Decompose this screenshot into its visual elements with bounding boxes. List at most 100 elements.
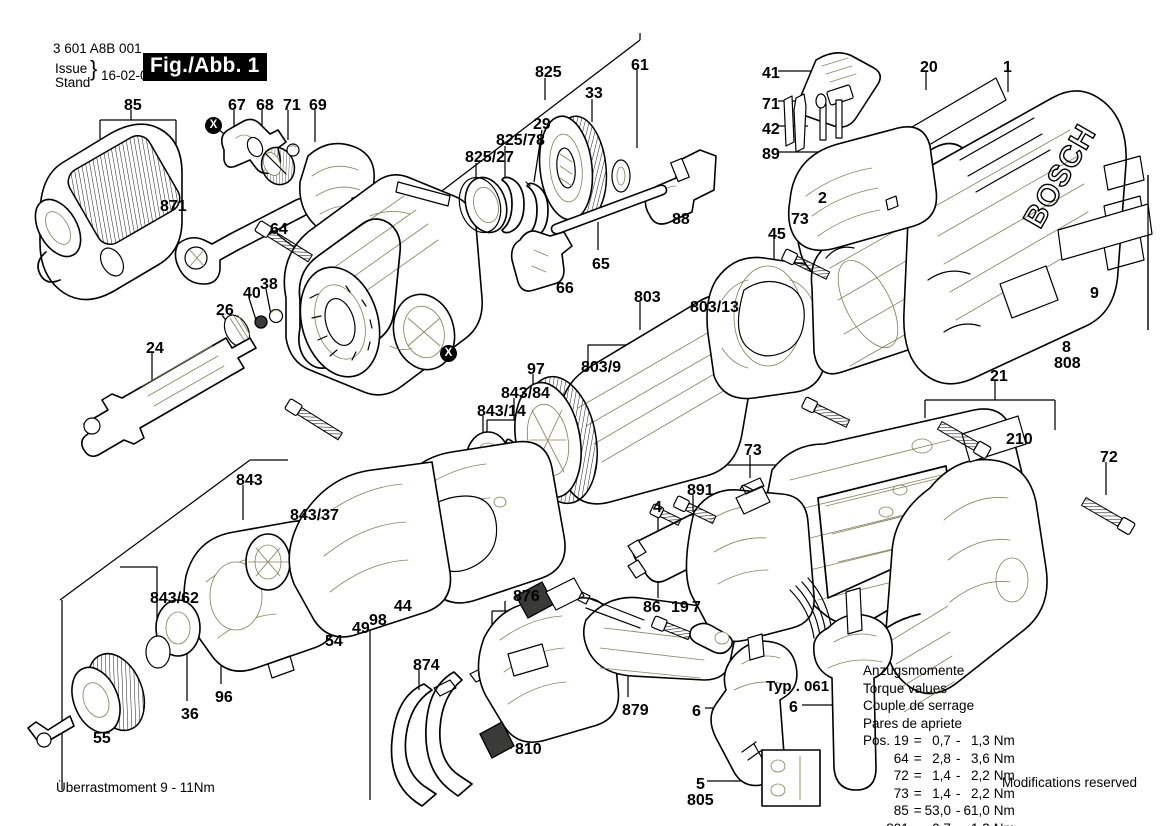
callout-805: 805 xyxy=(687,792,714,809)
callout-33: 33 xyxy=(585,85,603,102)
part-switch-891 xyxy=(685,477,833,643)
part-screw-73-upper xyxy=(781,248,851,428)
part-screw-64 xyxy=(254,220,343,441)
torque-values-block: Anzugsmomente Torque values Couple de se… xyxy=(863,662,1017,826)
callout-874: 874 xyxy=(413,657,440,674)
part-pin-71-top xyxy=(815,93,827,109)
issue-date: 16-02-01 xyxy=(101,68,156,83)
callout-19: 19 xyxy=(671,599,689,616)
callout-54: 54 xyxy=(325,633,343,650)
callout-45: 45 xyxy=(768,226,786,243)
part-ball-38 xyxy=(268,308,284,324)
callout-72: 72 xyxy=(1100,449,1118,466)
type-label: Typ . 061 xyxy=(766,678,830,695)
callout-843-37: 843/37 xyxy=(290,507,339,524)
callout-36: 36 xyxy=(181,706,199,723)
torque-equals: = xyxy=(913,733,922,749)
part-cord-grip-6-right xyxy=(812,587,894,791)
callout-1: 1 xyxy=(1003,59,1012,76)
torque-pos: 64 xyxy=(893,750,909,766)
part-fork-88 xyxy=(644,149,717,225)
x-marker: X xyxy=(205,117,222,134)
torque-heading: Torque values xyxy=(863,680,948,696)
part-label-plate-9 xyxy=(1057,203,1153,261)
part-gearcase-rear xyxy=(288,461,452,638)
torque-dash: - xyxy=(955,768,961,784)
torque-dash: - xyxy=(955,750,961,766)
part-clamp-7 xyxy=(689,622,734,655)
callout-210: 210 xyxy=(1006,431,1033,448)
torque-equals: = xyxy=(913,785,922,801)
part-washer-61 xyxy=(611,159,631,193)
callout-97: 97 xyxy=(527,361,545,378)
torque-min: 1,4 xyxy=(932,785,951,801)
torque-max: 2,2 xyxy=(970,785,990,801)
part-ball-40 xyxy=(254,315,268,329)
torque-max: 61,0 xyxy=(963,803,990,819)
clutch-torque-note: Überrastmoment 9 - 11Nm Slipping point o… xyxy=(56,744,302,826)
clutch-note-line: Überrastmoment 9 - 11Nm xyxy=(56,780,215,796)
torque-min: 0,7 xyxy=(932,733,951,749)
callout-6: 6 xyxy=(692,703,701,720)
callout-71: 71 xyxy=(762,96,780,113)
torque-unit: Nm xyxy=(993,733,1015,749)
x-marker: X xyxy=(440,345,457,362)
part-label-plate-8 xyxy=(999,265,1059,319)
part-clip-42 xyxy=(783,93,807,153)
callout-89: 89 xyxy=(762,146,780,163)
callout-61: 61 xyxy=(631,57,649,74)
callout-49: 49 xyxy=(352,620,370,637)
part-bearing-825-27 xyxy=(458,176,508,234)
torque-unit: Nm xyxy=(993,803,1015,819)
callout-9: 9 xyxy=(1090,285,1099,302)
torque-dash: - xyxy=(953,820,964,826)
callout-808: 808 xyxy=(1054,355,1081,372)
callout-71: 71 xyxy=(283,97,301,114)
torque-min: 53,0 xyxy=(924,803,951,819)
callout-825-78: 825/78 xyxy=(496,132,545,149)
callout-24: 24 xyxy=(146,340,164,357)
callout-803-13: 803/13 xyxy=(690,299,739,316)
torque-unit: Nm xyxy=(992,820,1017,826)
part-motor-housing-1: BOSCH xyxy=(903,90,1145,385)
callout-879: 879 xyxy=(622,702,649,719)
torque-max: 2,2 xyxy=(970,768,990,784)
callout-66: 66 xyxy=(556,280,574,297)
part-nut-68 xyxy=(260,146,296,186)
modifications-line: Modifications reserved xyxy=(1002,775,1138,791)
torque-max: 3,6 xyxy=(970,750,990,766)
callout-5: 5 xyxy=(696,776,705,793)
callout-67: 67 xyxy=(228,97,246,114)
callout-6: 6 xyxy=(789,699,798,716)
torque-pos: 85 xyxy=(893,803,909,819)
torque-dash: - xyxy=(955,785,961,801)
callout-98: 98 xyxy=(369,612,387,629)
torque-equals: = xyxy=(913,750,922,766)
callout-88: 88 xyxy=(672,211,690,228)
torque-row: 891=0,7-1,3Nm xyxy=(863,820,1017,826)
part-cover-89 xyxy=(787,126,938,252)
torque-heading: Couple de serrage xyxy=(863,698,975,714)
callout-876: 876 xyxy=(513,588,540,605)
callout-44: 44 xyxy=(394,598,412,615)
part-ball-71 xyxy=(286,143,300,157)
callout-4: 4 xyxy=(653,499,662,516)
part-chuck-85 xyxy=(34,123,311,301)
callout-68: 68 xyxy=(256,97,274,114)
callout-21: 21 xyxy=(990,368,1008,385)
torque-min: 0,7 xyxy=(925,820,953,826)
part-lever-66 xyxy=(510,230,573,292)
callout-20: 20 xyxy=(920,59,938,76)
torque-max: 1,3 xyxy=(963,820,991,826)
part-spindle-24 xyxy=(80,337,257,458)
callout-41: 41 xyxy=(762,65,780,82)
part-gearbox-housing xyxy=(283,174,483,396)
torque-unit: Nm xyxy=(993,750,1015,766)
callout-803: 803 xyxy=(634,289,661,306)
callout-843-62: 843/62 xyxy=(150,590,199,607)
